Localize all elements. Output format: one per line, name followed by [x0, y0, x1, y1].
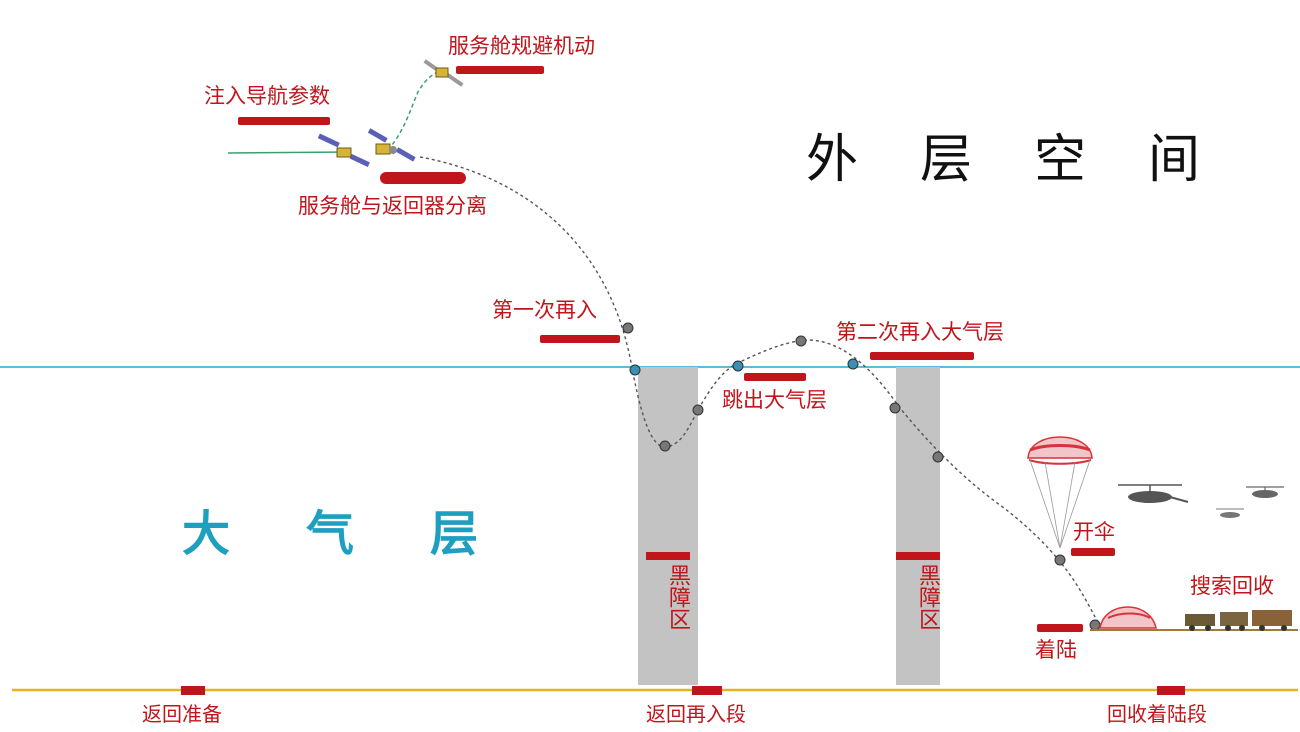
event-bar-second-reentry — [870, 352, 974, 360]
event-label-search-recovery: 搜索回收 — [1190, 574, 1274, 598]
capsule-marker — [795, 335, 807, 347]
atmosphere-label: 大气层 — [182, 506, 555, 562]
event-bar-separation — [380, 172, 466, 184]
phase-label-recovery: 回收着陆段 — [1107, 702, 1207, 726]
maneuver-path — [387, 70, 441, 151]
phase-label-reentry: 返回再入段 — [646, 702, 746, 726]
parachute-icon — [1027, 436, 1093, 549]
blackout-zone-1-column — [638, 367, 698, 685]
capsule-marker — [692, 404, 704, 416]
reentry-trajectory — [419, 156, 1101, 626]
service-module-icon — [423, 59, 464, 87]
event-label-parachute: 开伞 — [1073, 520, 1115, 544]
event-label-nav-params: 注入导航参数 — [204, 84, 330, 108]
capsule-marker — [622, 322, 634, 334]
recovery-vehicles-icon — [1185, 610, 1292, 631]
helicopter-icon — [1216, 508, 1244, 518]
capsule-marker — [1054, 554, 1066, 566]
blackout-zone-1-label: 黑障区 — [665, 564, 690, 630]
blackout-zone-2: 黑障区 — [888, 552, 948, 685]
event-bar-maneuver — [456, 66, 544, 74]
blackout-zone-2-column — [896, 367, 940, 685]
helicopter-icon — [1246, 486, 1284, 498]
capsule-marker — [847, 358, 859, 370]
event-bar-first-reentry — [540, 335, 620, 343]
event-label-separation: 服务舱与返回器分离 — [298, 194, 487, 218]
event-label-maneuver: 服务舱规避机动 — [448, 34, 595, 58]
landed-parachute-icon — [1099, 606, 1157, 629]
blackout-zone-1: 黑障区 — [638, 552, 698, 685]
blackout-zone-2-bar — [896, 552, 940, 560]
capsule-markers — [622, 322, 1101, 631]
orbit-path — [227, 151, 351, 154]
event-bar-skip-out — [744, 373, 806, 381]
blackout-zone-2-label: 黑障区 — [915, 564, 940, 630]
capsule-marker — [659, 440, 671, 452]
helicopter-icon — [1118, 484, 1189, 503]
capsule-marker — [889, 402, 901, 414]
event-bar-nav-params — [238, 117, 330, 125]
event-label-second-reentry: 第二次再入大气层 — [836, 320, 1004, 344]
event-bar-parachute — [1071, 548, 1115, 556]
phase-tick-recovery — [1157, 686, 1185, 695]
capsule-marker — [629, 364, 641, 376]
outer-space-label: 外层空间 — [806, 130, 1263, 190]
event-label-landing: 着陆 — [1035, 638, 1077, 662]
capsule-marker — [1089, 619, 1101, 631]
phase-tick-prep — [181, 686, 205, 695]
blackout-zone-1-bar — [646, 552, 690, 560]
spacecraft-icon — [317, 128, 416, 167]
event-bar-landing — [1037, 624, 1083, 632]
event-label-skip-out: 跳出大气层 — [722, 388, 827, 412]
capsule-marker — [732, 360, 744, 372]
capsule-marker — [932, 451, 944, 463]
phase-tick-reentry — [692, 686, 722, 695]
phase-label-prep: 返回准备 — [142, 702, 222, 726]
event-label-first-reentry: 第一次再入 — [492, 298, 597, 322]
